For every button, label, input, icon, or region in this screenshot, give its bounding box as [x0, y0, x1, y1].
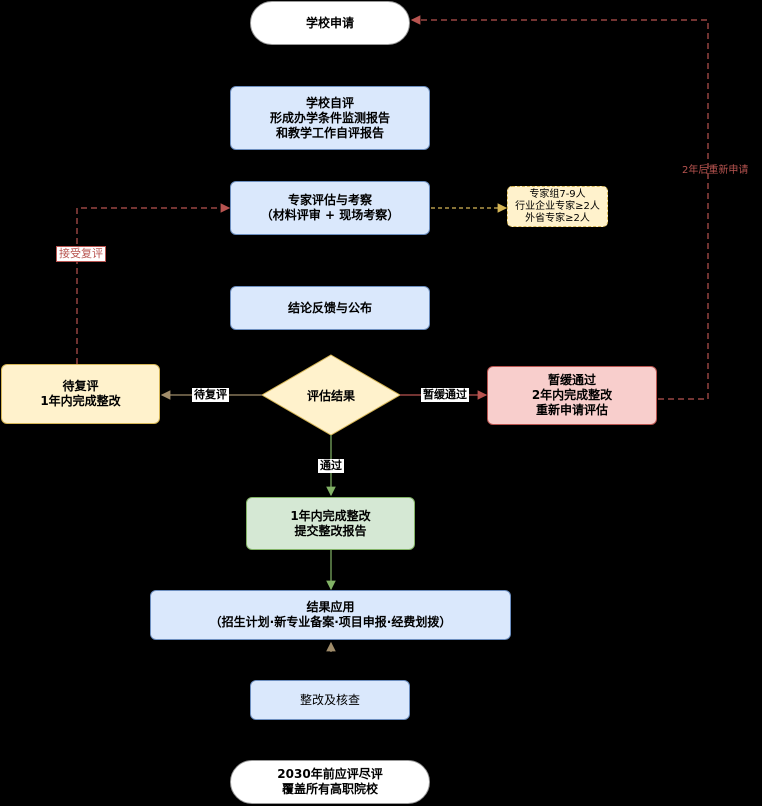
- node-suspend: 暂缓通过 2年内完成整改 重新申请评估: [487, 366, 657, 425]
- node-apply: 学校申请: [250, 1, 410, 45]
- label-to-pass: 通过: [318, 459, 344, 473]
- node-self-eval: 学校自评 形成办学条件监测报告 和教学工作自评报告: [230, 86, 430, 150]
- node-expert-eval: 专家评估与考察 （材料评审 + 现场考察）: [230, 181, 430, 235]
- node-pass-fix: 1年内完成整改 提交整改报告: [246, 497, 415, 550]
- node-end: 2030年前应评尽评 覆盖所有高职院校: [230, 760, 430, 804]
- label-to-suspend: 暂缓通过: [421, 388, 469, 402]
- edge-reapply: [410, 15, 709, 400]
- node-result-apply: 结果应用 （招生计划·新专业备案·项目申报·经费划拨）: [150, 590, 511, 640]
- node-check: 整改及核查: [250, 680, 410, 720]
- edge-accept-review: [76, 203, 231, 364]
- node-pending: 待复评 1年内完成整改: [1, 364, 160, 424]
- node-result-label: 评估结果: [306, 388, 355, 403]
- label-reapply: 2年后重新申请: [682, 165, 749, 176]
- node-conclusion: 结论反馈与公布: [230, 286, 430, 330]
- note-expert-group: 专家组7-9人 行业企业专家≥2人 外省专家≥2人: [507, 186, 608, 227]
- label-to-pending: 待复评: [192, 388, 229, 402]
- label-accept-review: 接受复评: [56, 246, 106, 262]
